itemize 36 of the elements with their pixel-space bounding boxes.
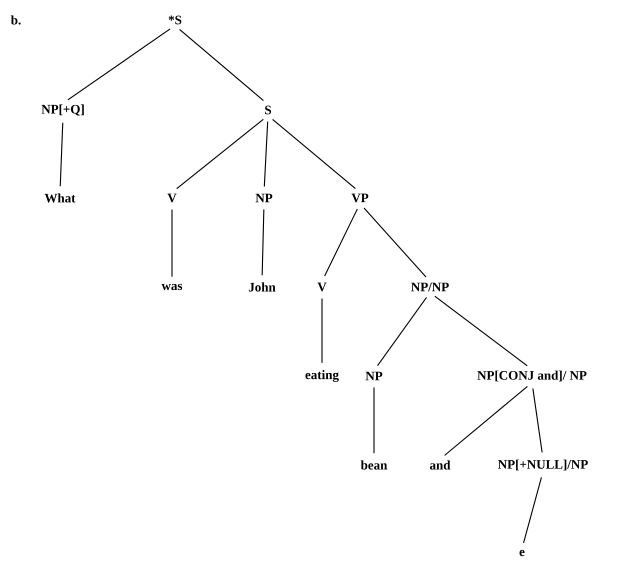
tree-label: *S	[168, 16, 182, 24]
tree-branch	[532, 388, 543, 453]
tree-label: and	[430, 460, 450, 470]
tree-label: NP[CONJ and]/ NP	[477, 370, 587, 382]
tree-branch	[324, 208, 358, 276]
tree-branch	[523, 477, 542, 544]
tree-label: V	[317, 282, 327, 292]
tree-branch	[68, 28, 170, 100]
tree-label: NP	[366, 372, 382, 380]
tree-label: NP/NP	[411, 282, 449, 292]
tree-label: NP[+NULL]/NP	[498, 460, 588, 470]
tree-branch	[444, 386, 528, 456]
tree-label: VP	[351, 194, 368, 202]
tree-label: eating	[305, 370, 339, 382]
tree-branch	[364, 208, 426, 278]
example-label: b.	[10, 15, 21, 25]
tree-branch	[264, 122, 268, 187]
tree-branch	[272, 118, 356, 190]
tree-branch	[171, 210, 173, 277]
tree-branch	[321, 298, 323, 363]
tree-branch	[434, 296, 528, 366]
tree-branch	[60, 122, 64, 186]
tree-label: was	[162, 284, 182, 290]
tree-label: John	[248, 282, 276, 292]
tree-branch	[373, 387, 375, 454]
tree-label: NP	[256, 194, 272, 202]
tree-label: NP[+Q]	[42, 104, 84, 116]
tree-branch	[179, 29, 264, 101]
tree-label: S	[265, 106, 272, 114]
tree-label: bean	[360, 460, 388, 470]
tree-branch	[377, 297, 427, 366]
tree-label: V	[167, 194, 177, 202]
tree-branch	[176, 118, 264, 190]
tree-label: What	[44, 193, 76, 203]
tree-label: e	[520, 550, 525, 556]
tree-branch	[262, 209, 264, 276]
